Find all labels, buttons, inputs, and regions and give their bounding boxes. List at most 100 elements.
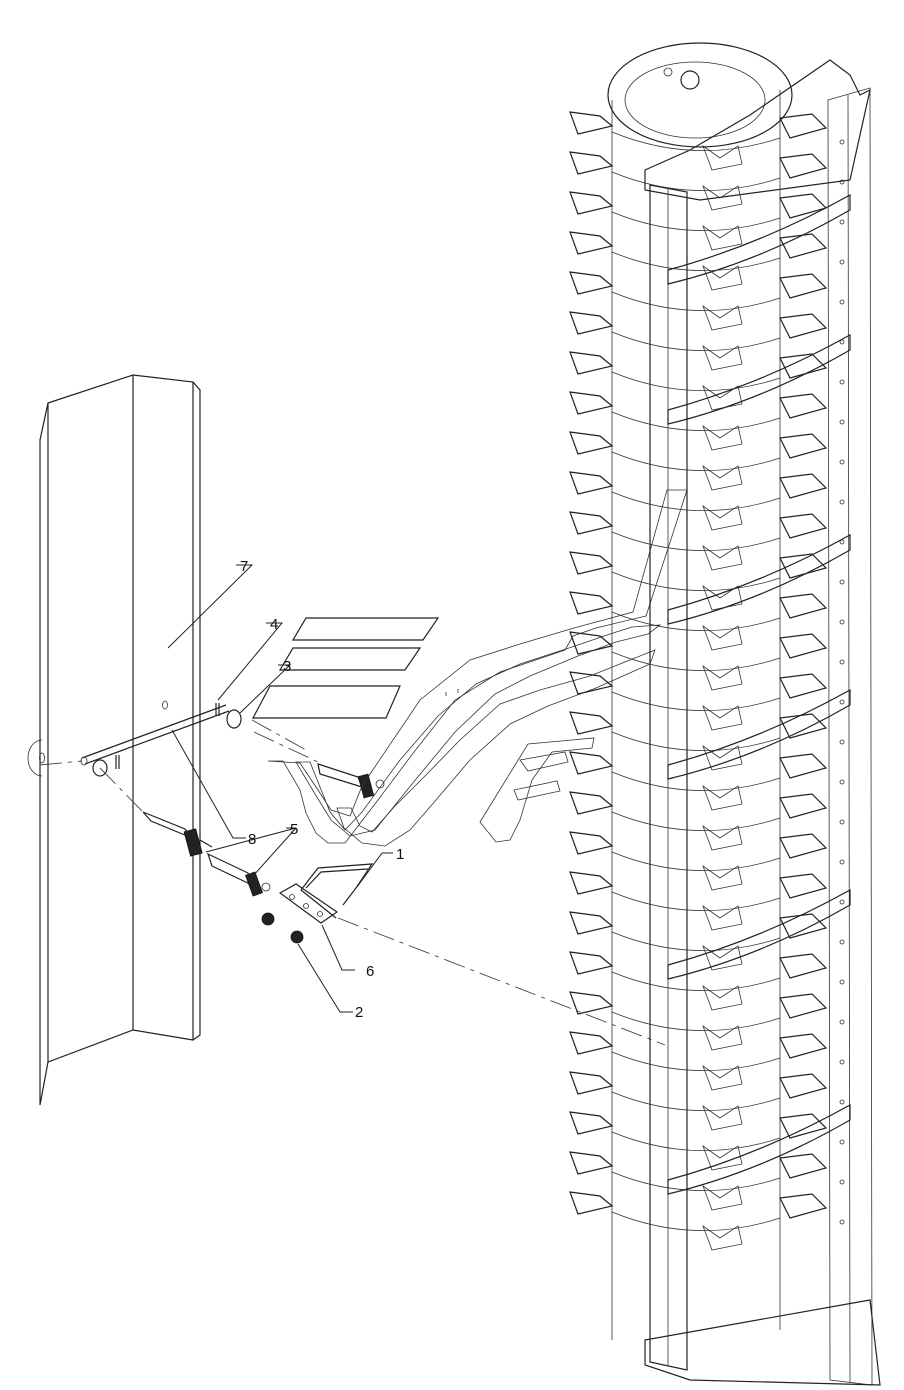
tooth-right [779, 553, 828, 579]
tooth-right [779, 193, 828, 219]
tooth-right [779, 153, 828, 179]
inner-blade [702, 704, 743, 731]
bottom-plate [644, 1299, 881, 1386]
drum-ring [611, 251, 781, 272]
drum-ring [611, 411, 781, 432]
tooth-left [569, 791, 614, 815]
u-bolt-part-1 [300, 863, 374, 919]
tooth-left [569, 271, 614, 295]
callout-3: 3 [283, 658, 291, 675]
rod-part-8 [80, 704, 230, 766]
inner-blade [702, 1064, 743, 1091]
cross-bar [667, 688, 851, 780]
tooth-right [779, 233, 828, 259]
inner-blade [702, 1144, 743, 1171]
drum-ring [611, 451, 781, 472]
tooth-left [569, 671, 614, 695]
tooth-right [779, 993, 828, 1019]
tooth-right [779, 873, 828, 899]
tooth-left [569, 951, 614, 975]
frame-hole [839, 499, 845, 505]
drum-ring [611, 571, 781, 592]
tooth-right [779, 913, 828, 939]
tooth-right [779, 433, 828, 459]
angle-panel [27, 374, 201, 1106]
inner-blade [702, 264, 743, 291]
frame-hole [839, 419, 845, 425]
tooth-right [779, 1113, 828, 1139]
callout-4: 4 [270, 616, 278, 633]
frame-post-back-edge [847, 94, 851, 1384]
top-plate [644, 59, 871, 201]
tooth-left [569, 1111, 614, 1135]
drum-ring [611, 651, 781, 672]
top-disc-inner [624, 61, 766, 139]
inner-blade [702, 344, 743, 371]
drum-ring [611, 731, 781, 752]
frame-hole [839, 1179, 845, 1185]
tooth-right [779, 633, 828, 659]
inner-blade [702, 584, 743, 611]
drum-ring [611, 491, 781, 512]
inner-blade [702, 544, 743, 571]
tooth-right [779, 393, 828, 419]
inner-blade [702, 784, 743, 811]
tooth-left [569, 151, 614, 175]
drum-ring [611, 851, 781, 872]
drum-ring [611, 1211, 781, 1232]
tooth-right [779, 273, 828, 299]
frame-hole [839, 299, 845, 305]
cross-bar [667, 533, 851, 625]
drum-ring [611, 611, 781, 632]
drum-ring [611, 1171, 781, 1192]
inner-blade [702, 384, 743, 411]
frame-hole [839, 619, 845, 625]
projection-lines [39, 719, 666, 1046]
inner-blade [702, 224, 743, 251]
frame-hole [839, 1139, 845, 1145]
frame-hole [839, 979, 845, 985]
drum-ring [611, 531, 781, 552]
inner-blade [702, 824, 743, 851]
frame-hole [839, 1099, 845, 1105]
inner-blade [702, 984, 743, 1011]
tooth-left [569, 551, 614, 575]
cross-bar [667, 1103, 851, 1195]
cross-bar [667, 888, 851, 980]
frame-hole [839, 219, 845, 225]
inner-blade [702, 1224, 743, 1251]
drum-ring [611, 971, 781, 992]
frame-hole [839, 779, 845, 785]
callout-7: 7 [240, 558, 248, 575]
tooth-left [569, 431, 614, 455]
strap-part-5 [142, 763, 385, 897]
tooth-right [779, 953, 828, 979]
cross-bar [667, 333, 851, 425]
inner-blade [702, 144, 743, 171]
inner-blade [702, 1184, 743, 1211]
drum-ring [611, 771, 781, 792]
frame-hole [839, 899, 845, 905]
pin-part-4 [115, 703, 220, 769]
callout-1: 1 [396, 846, 404, 863]
drum-ring [611, 371, 781, 392]
tooth-right [779, 1153, 828, 1179]
callout-5: 5 [290, 821, 298, 838]
tooth-left [569, 991, 614, 1015]
drum-ring [611, 291, 781, 312]
tooth-right [779, 673, 828, 699]
tooth-left [569, 351, 614, 375]
frame-hole [839, 579, 845, 585]
inner-blade [702, 304, 743, 331]
frame-hole [839, 459, 845, 465]
drum-ring [611, 1091, 781, 1112]
inner-blade [702, 904, 743, 931]
frame-hole [839, 659, 845, 665]
tooth-left [569, 1071, 614, 1095]
frame-hole [839, 139, 845, 145]
drum-ring [611, 171, 781, 192]
tooth-left [569, 111, 614, 135]
frame-hole [839, 939, 845, 945]
frame-hole [839, 259, 845, 265]
